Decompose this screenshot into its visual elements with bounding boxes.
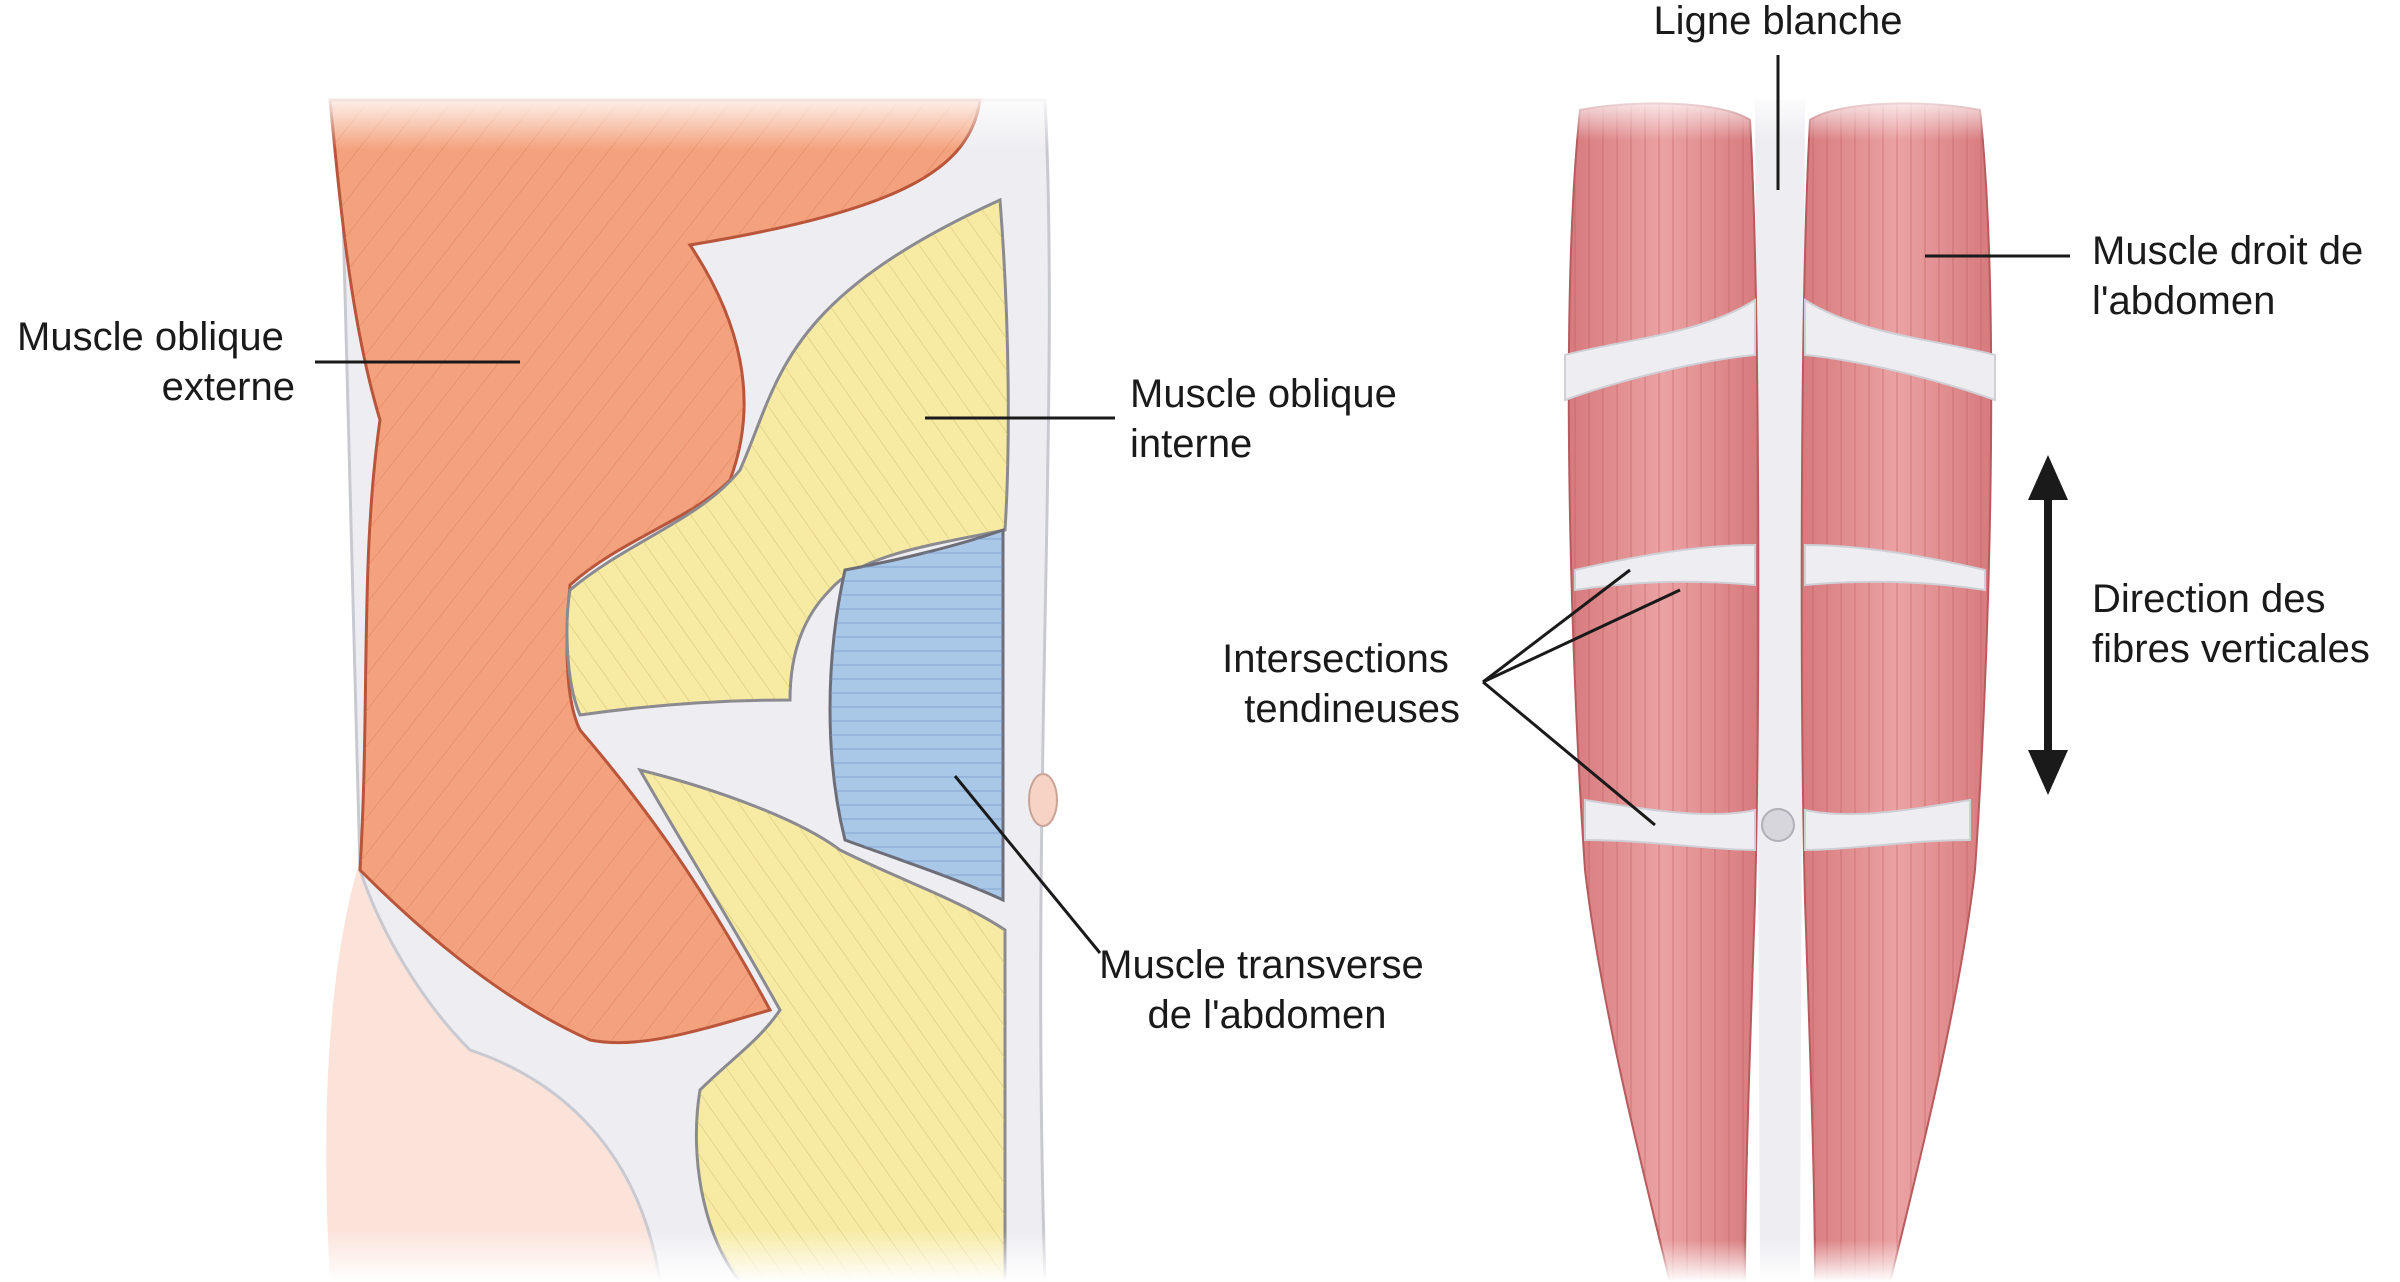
leader-transverse [953,775,1102,954]
linea-alba [1755,100,1805,1282]
navel [1028,773,1058,827]
leader-intersection-2 [1482,588,1681,684]
label-fiber-direction: Direction des fibres verticales [2092,577,2370,671]
label-internal-oblique: Muscle oblique interne [1130,372,1408,466]
label-rectus: Muscle droit de l'abdomen [2092,229,2374,323]
label-intersections: Intersections tendineuses [1222,637,1460,731]
leader-intersection-1 [1482,568,1631,684]
label-linea-alba: Ligne blanche [1653,0,1902,43]
fiber-direction-arrow [2028,455,2068,795]
label-external-oblique: Muscle oblique externe [17,315,295,409]
umbilicus [1761,808,1795,842]
leader-intersection-3 [1482,680,1656,827]
lateral-view [320,90,1060,1282]
anterior-view [1550,90,2010,1282]
label-transverse: Muscle transverse de l'abdomen [1099,943,1435,1037]
